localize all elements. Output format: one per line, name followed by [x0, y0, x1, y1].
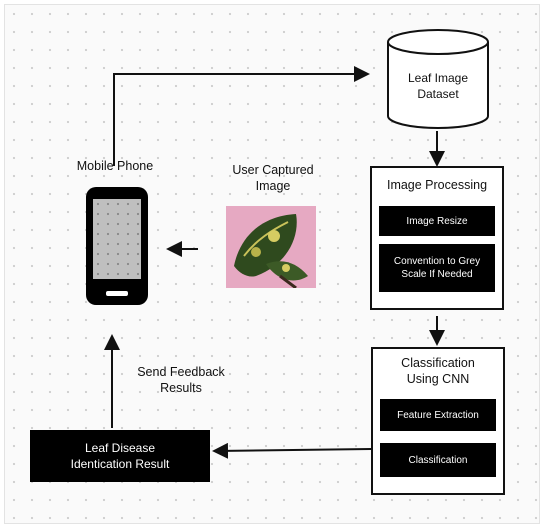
feature-extraction-step: Feature Extraction	[380, 399, 496, 431]
phone-screen	[93, 199, 141, 279]
send-feedback-label: Send Feedback Results	[137, 365, 225, 395]
user-captured-label: User Captured Image	[232, 163, 314, 193]
leaf-photo	[226, 206, 316, 288]
classification-box: Classification Using CNN Feature Extract…	[371, 347, 505, 495]
image-processing-box: Image Processing Image Resize Convention…	[370, 166, 504, 310]
classification-step: Classification	[380, 443, 496, 477]
grey-scale-step: Convention to Grey Scale If Needed	[379, 244, 495, 292]
mobile-phone-label: Mobile Phone	[76, 159, 154, 173]
classification-title: Classification Using CNN	[401, 356, 475, 386]
dataset-label: Leaf Image Dataset	[407, 71, 469, 101]
database-cylinder-icon	[387, 29, 489, 129]
image-resize-step: Image Resize	[379, 206, 495, 236]
image-processing-title: Image Processing	[386, 178, 488, 192]
arrow-phone-to-dataset	[113, 66, 370, 166]
arrow-classification-to-result	[212, 442, 372, 459]
phone-home-button	[106, 291, 128, 296]
mobile-phone-icon	[86, 187, 148, 305]
leaf-disease-result-box: Leaf Disease Identication Result	[30, 430, 210, 482]
